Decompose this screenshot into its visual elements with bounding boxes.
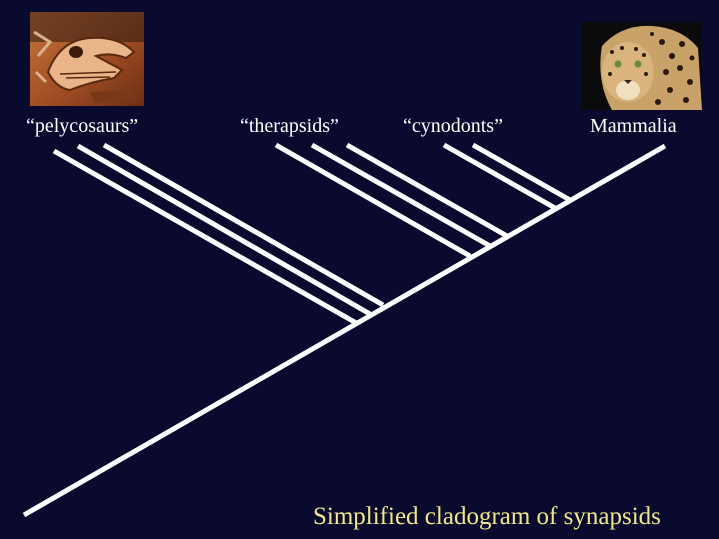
slide-caption: Simplified cladogram of synapsids — [313, 503, 661, 530]
taxon-label-therapsids: “therapsids” — [240, 115, 339, 137]
branch-therapsid-3 — [345, 142, 509, 239]
main-trunk — [22, 143, 667, 518]
leopard-image — [582, 22, 702, 110]
branch-therapsid-2 — [310, 142, 492, 249]
taxon-label-pelycosaurs: “pelycosaurs” — [26, 115, 139, 137]
pelycosaur-fossil-image — [30, 12, 144, 106]
branch-pelycosaur-2 — [76, 143, 372, 317]
taxon-label-cynodonts: “cynodonts” — [403, 115, 503, 137]
branch-cynodont-2 — [471, 142, 572, 203]
branch-pelycosaur-3 — [102, 142, 385, 308]
branch-therapsid-1 — [274, 142, 472, 259]
branch-cynodont-1 — [442, 142, 557, 211]
taxon-label-mammalia: Mammalia — [590, 115, 677, 137]
branch-pelycosaur-1 — [52, 148, 360, 327]
